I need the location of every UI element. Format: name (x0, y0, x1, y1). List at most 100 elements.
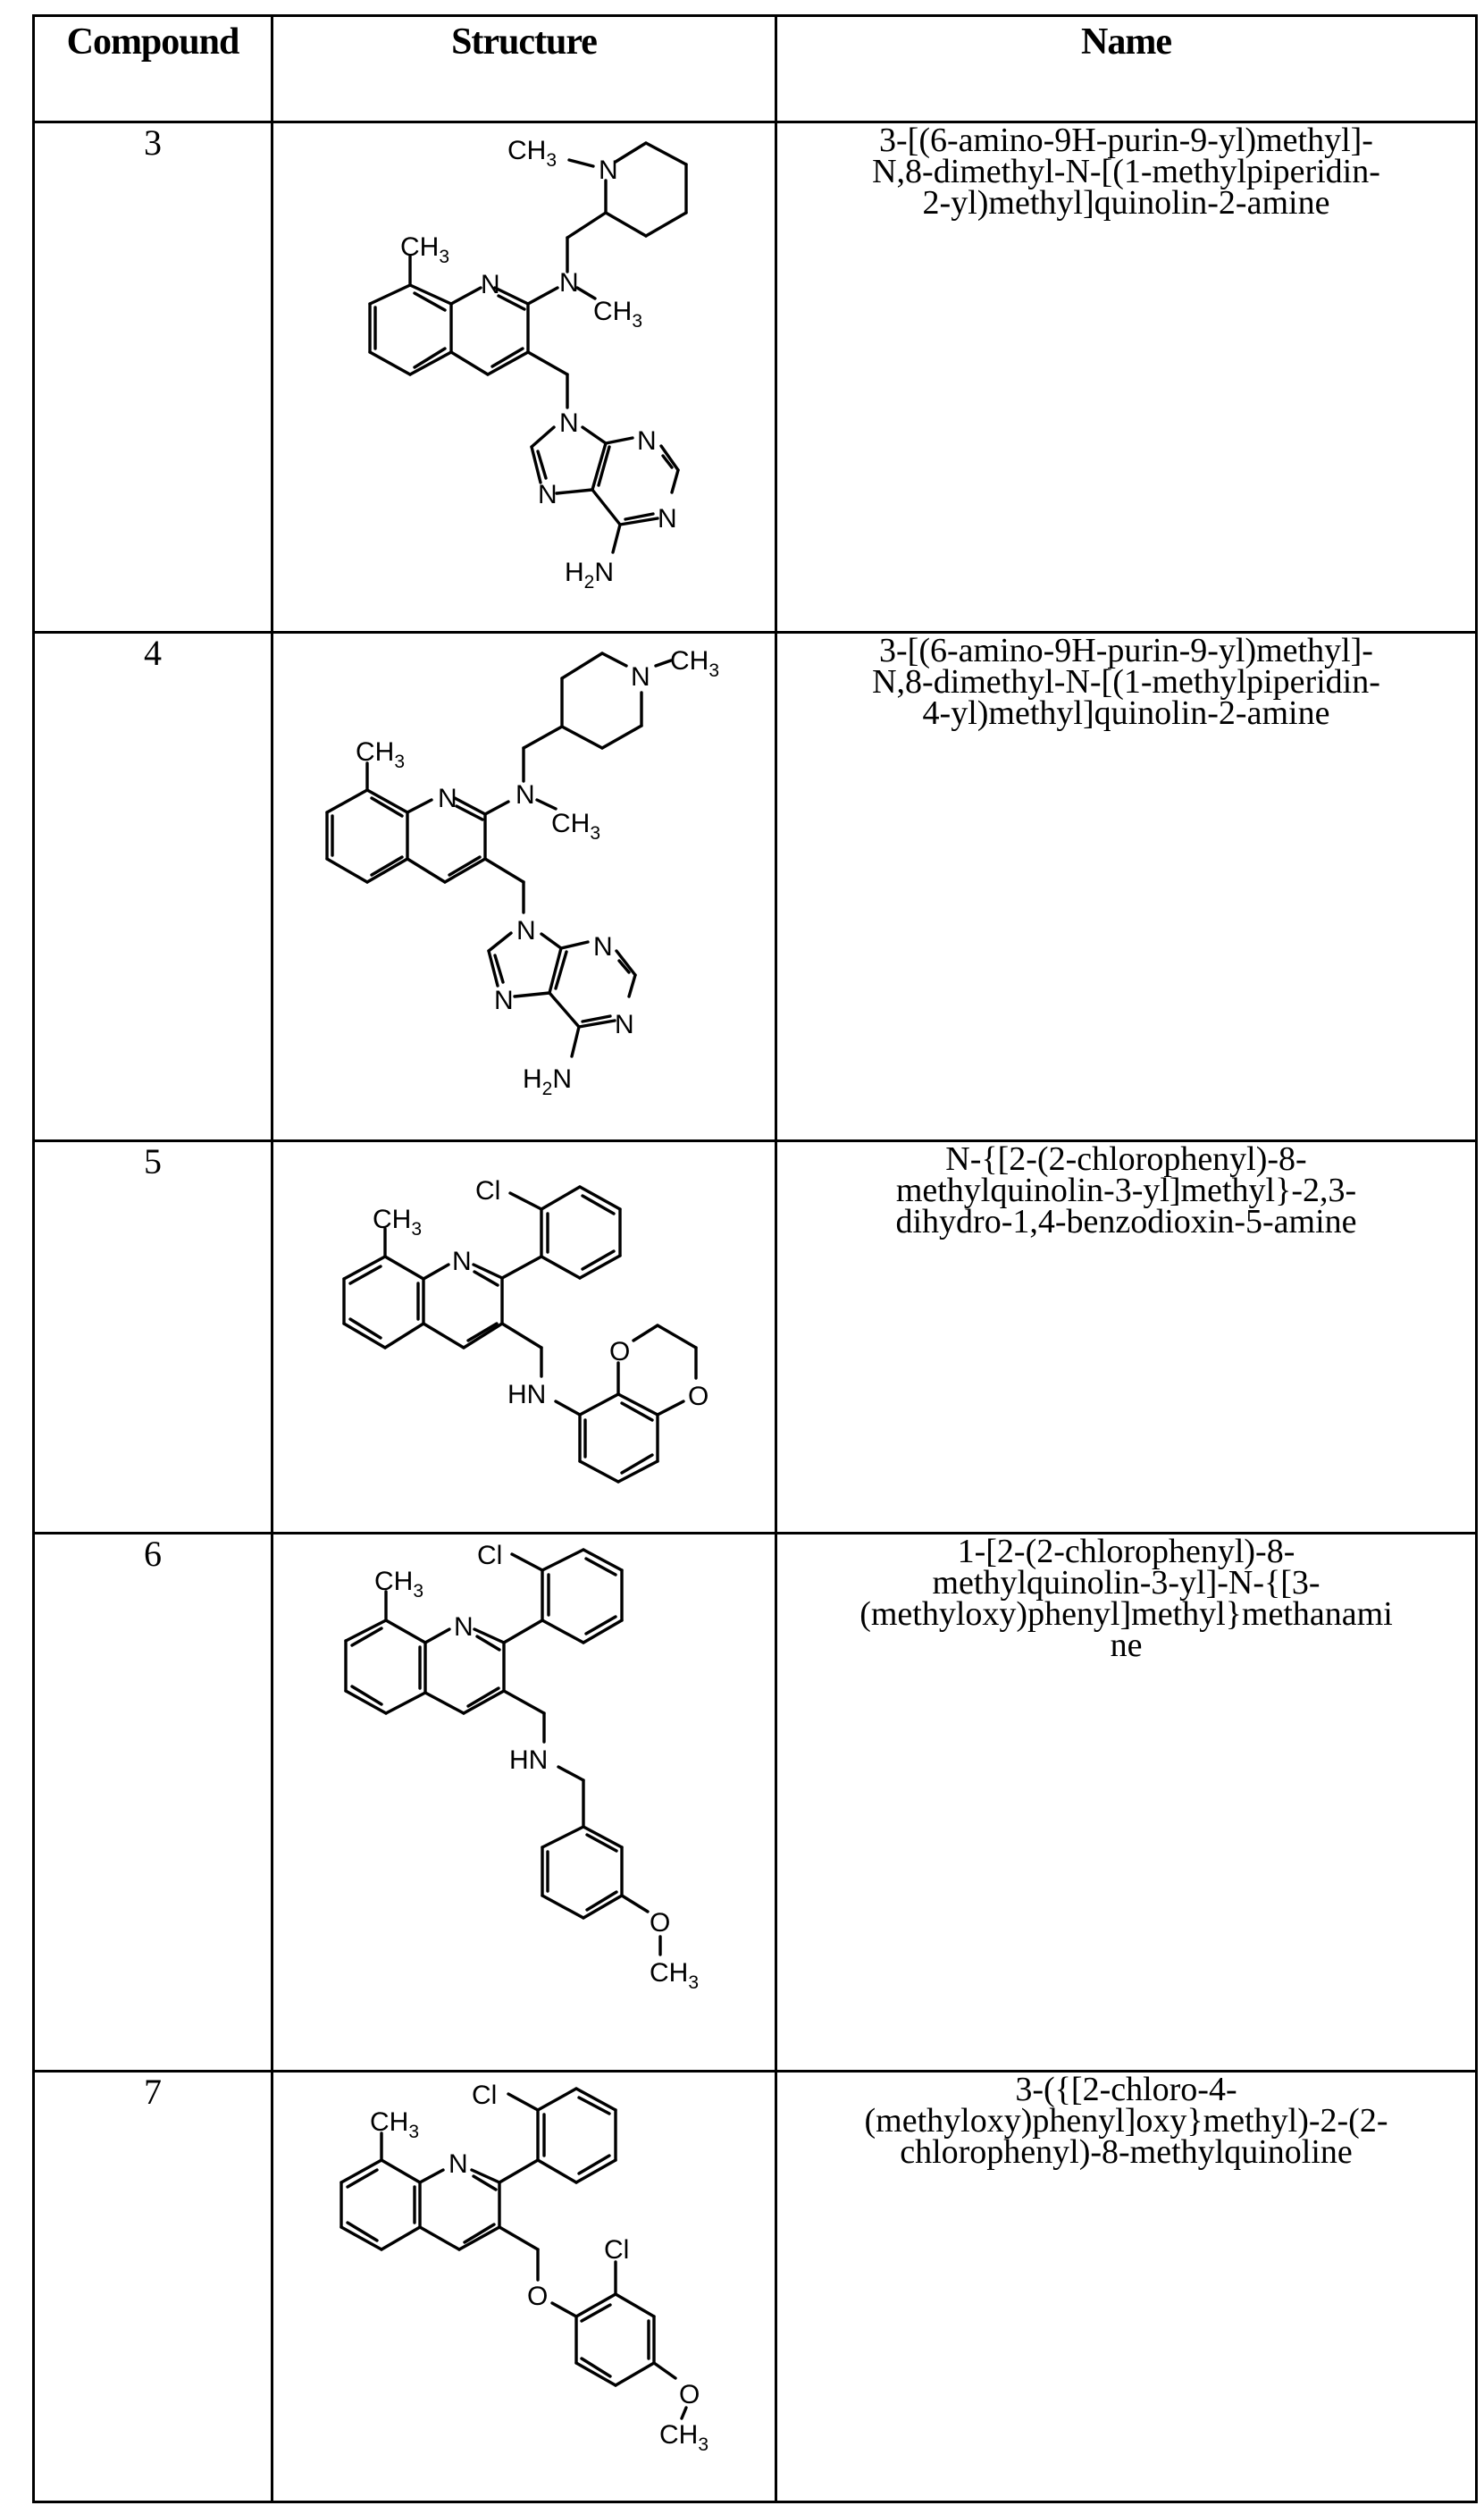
bond-line (344, 1689, 388, 1715)
bond-line (530, 425, 556, 449)
bond-line (656, 1400, 685, 1417)
bond-line (413, 291, 447, 312)
atom-label: N (599, 156, 618, 185)
bond-line (577, 2096, 611, 2115)
bond-line (652, 2361, 677, 2380)
bond-line (577, 2154, 611, 2175)
bond-line (584, 1557, 617, 1577)
atom-label: CH3 (356, 737, 405, 772)
bond-line (680, 2406, 688, 2420)
bond-line (582, 1825, 624, 1849)
bond-line (342, 1255, 387, 1281)
bond-line (497, 294, 526, 311)
bond-line (346, 2168, 379, 2189)
bond-line (560, 725, 604, 750)
bond-line (462, 1689, 506, 1715)
bond-line (522, 725, 564, 750)
bond-line (570, 1025, 581, 1058)
compound-name-line: N-{[2-(2-chlorophenyl)-8- (945, 1140, 1307, 1178)
bond-line (620, 1894, 650, 1913)
bond-line (581, 1249, 616, 1271)
bond-line (615, 949, 637, 977)
bond-line (513, 991, 551, 998)
atom-label: N (494, 986, 514, 1015)
bond-line (475, 1635, 501, 1652)
bond-line (656, 1324, 698, 1349)
bond-line (340, 2158, 383, 2184)
bond-line (585, 1890, 618, 1912)
bond-line (559, 940, 590, 950)
bond-line (466, 1686, 500, 1708)
bond-line (507, 2092, 540, 2112)
bond-line (632, 1324, 659, 1342)
atom-label: HN (507, 1380, 546, 1409)
bond-line (541, 1894, 585, 1920)
bond-line (617, 959, 631, 974)
bond-line (659, 444, 680, 472)
bond-line (348, 1265, 382, 1285)
bond-line (536, 2087, 578, 2112)
atom-label: CH3 (370, 2107, 419, 2142)
compound-name: 3-[(6-amino-9H-purin-9-yl)methyl]-N,8-di… (775, 631, 1478, 1142)
compound-name-line: 4-yl)methyl]quinolin-2-amine (922, 694, 1330, 732)
bond-line (575, 286, 597, 300)
atom-label: N (658, 504, 677, 534)
bond-line (604, 211, 648, 238)
bond-line (578, 1254, 622, 1280)
compound-name-line: 3-({[2-chloro-4- (1015, 2071, 1237, 2108)
bond-line (453, 796, 487, 816)
bond-line (541, 1619, 585, 1644)
bond-line (384, 1691, 427, 1715)
compound-name-line: 3-[(6-amino-9H-purin-9-yl)methyl]- (879, 632, 1373, 669)
header-compound: Compound (32, 14, 273, 123)
atom-label: N (559, 268, 579, 298)
compound-name-line: 1-[2-(2-chlorophenyl)-8- (957, 1533, 1295, 1570)
bond-line (585, 1833, 618, 1853)
bond-line (582, 1894, 624, 1920)
atom-label: CH3 (373, 1205, 422, 1240)
atom-label: CH3 (670, 646, 719, 681)
bond-line (526, 350, 569, 376)
compound-number: 3 (32, 121, 273, 634)
bond-line (555, 488, 594, 495)
compound-name-line: chlorophenyl)-8-methylquinoline (900, 2133, 1353, 2171)
bond-line (541, 1548, 585, 1572)
bond-line (365, 788, 409, 814)
bond-line (325, 788, 369, 814)
bond-line (380, 2225, 422, 2251)
bond-line (340, 2225, 383, 2251)
bond-line (574, 2292, 617, 2318)
atom-label: O (679, 2380, 700, 2409)
bond-line (616, 1392, 659, 1417)
bond-line (620, 1401, 654, 1422)
atom-label: CH3 (507, 136, 557, 171)
bond-line (540, 932, 563, 950)
atom-label: N (615, 1010, 634, 1039)
bond-line (618, 517, 659, 526)
bond-line (550, 2301, 578, 2318)
bond-line (408, 283, 453, 306)
compound-name: 3-[(6-amino-9H-purin-9-yl)methyl]-N,8-di… (775, 121, 1478, 634)
bond-line (500, 1255, 543, 1280)
bond-line (418, 2168, 445, 2184)
atom-label: O (609, 1337, 630, 1366)
bond-line (380, 2158, 422, 2184)
atom-label: O (688, 1382, 708, 1411)
bond-line (406, 857, 447, 884)
bond-line (536, 450, 548, 480)
atom-label: N (481, 270, 500, 299)
atom-label: H2N (565, 558, 614, 593)
header-structure: Structure (271, 14, 777, 123)
bond-line (348, 1317, 382, 1340)
compound-name-line: (methyloxy)phenyl]methyl}methanami (859, 1595, 1393, 1633)
bond-line (644, 141, 688, 166)
bond-line (581, 1194, 616, 1215)
compound-name-line: 2-yl)methyl]quinolin-2-amine (922, 184, 1330, 222)
bond-line (344, 1619, 388, 1643)
bond-line (581, 425, 608, 445)
